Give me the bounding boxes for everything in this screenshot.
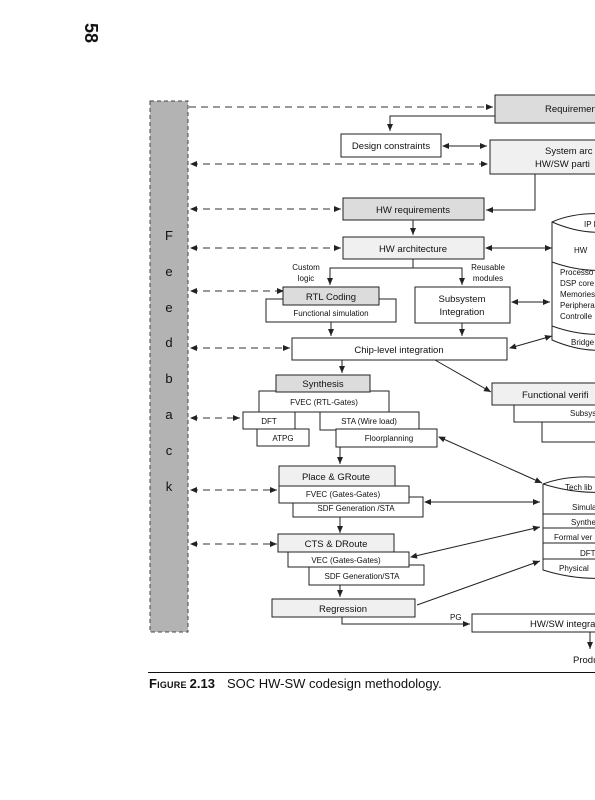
system-arch-line2: HW/SW parti [535, 159, 590, 170]
tech-library-item: Synthe [571, 518, 595, 527]
custom-logic-line1: Custom [292, 263, 320, 272]
ip-library-title: IP l [584, 220, 595, 229]
chip-level-integration-box: Chip-level integration [291, 337, 508, 361]
rtl-coding-label: RTL Coding [306, 292, 356, 303]
functional-verification-box: Functional verifi Subsys [491, 382, 595, 423]
hw-requirements-box: HW requirements [342, 197, 485, 221]
hw-architecture-label: HW architecture [379, 244, 447, 255]
ip-library-item: Periphera [560, 301, 595, 310]
fvec-rtl-label: FVEC (RTL-Gates) [290, 398, 358, 407]
design-constraints-box: Design constraints [340, 133, 442, 158]
sdf-sta-label-2: SDF Generation/STA [325, 572, 401, 581]
hw-sw-integration-label: HW/SW integra [530, 619, 595, 630]
tech-library-item: DFT [580, 549, 595, 558]
feedback-letter: d [165, 335, 172, 350]
fvec-gates-label: FVEC (Gates-Gates) [306, 490, 381, 499]
feedback-letter: c [166, 443, 173, 458]
ip-library-item: Controlle [560, 312, 593, 321]
dft-label: DFT [261, 417, 277, 426]
design-constraints-label: Design constraints [352, 141, 430, 152]
regression-box: Regression [271, 598, 416, 618]
system-arch-line1: System arc [545, 146, 593, 157]
hw-architecture-box: HW architecture [342, 236, 485, 260]
feedback-letter: F [165, 228, 173, 243]
caption-rule [148, 672, 595, 673]
tech-library-item: Formal ver [554, 533, 593, 542]
feedback-arrows [189, 104, 493, 547]
ip-library-item: Memories [560, 290, 595, 299]
ip-library-bridge: Bridge [571, 338, 595, 347]
tech-library-title: Tech lib [565, 483, 593, 492]
hw-sw-integration-box: HW/SW integra [471, 613, 595, 633]
custom-logic-line2: logic [298, 274, 314, 283]
vec-gates-label: VEC (Gates-Gates) [311, 556, 381, 565]
synthesis-label: Synthesis [302, 379, 343, 390]
subsys-partial-label: Subsys [570, 409, 595, 418]
pg-label: PG [450, 613, 462, 622]
place-groute-label: Place & GRoute [302, 472, 370, 483]
rtl-coding-box: RTL Coding Functional simulation [265, 286, 397, 323]
ip-library-item: Processo [560, 268, 594, 277]
regression-label: Regression [319, 604, 367, 615]
synthesis-box: Synthesis FVEC (RTL-Gates) [258, 374, 390, 413]
atpg-label: ATPG [272, 434, 293, 443]
subsystem-line1: Subsystem [439, 294, 486, 305]
functional-verification-label: Functional verifi [522, 390, 589, 401]
ip-library-cylinder: IP l HW Processo DSP core Memories Perip… [551, 213, 595, 351]
cts-droute-box: CTS & DRoute VEC (Gates-Gates) SDF Gener… [277, 533, 425, 586]
feedback-letter: a [165, 407, 173, 422]
hw-requirements-label: HW requirements [376, 205, 450, 216]
floorplanning-label: Floorplanning [365, 434, 413, 443]
caption-number: 2.13 [189, 676, 215, 691]
functional-simulation-label: Functional simulation [293, 309, 368, 318]
system-architecture-box: System arc HW/SW parti [489, 139, 595, 175]
requirements-box: Requirement [494, 94, 595, 124]
caption-text: SOC HW-SW codesign methodology. [226, 676, 442, 691]
feedback-letter: e [165, 264, 172, 279]
tech-library-item: Physical [559, 564, 589, 573]
feedback-letter: k [166, 479, 173, 494]
sdf-sta-label-1: SDF Generation /STA [317, 504, 395, 513]
subsystem-line2: Integration [440, 307, 485, 318]
requirements-label: Requirement [545, 104, 595, 115]
feedback-letter: b [165, 371, 172, 386]
cts-droute-label: CTS & DRoute [305, 539, 368, 550]
feedback-letter: e [165, 300, 172, 315]
ip-library-hw: HW [574, 246, 588, 255]
reusable-line2: modules [473, 274, 503, 283]
tech-library-item: Simula [572, 503, 595, 512]
subsystem-integration-box: Subsystem Integration [414, 286, 511, 324]
production-label: Produ [573, 655, 595, 666]
feedback-column: F e e d b a c k [149, 100, 189, 633]
sta-wire-label: STA (Wire load) [341, 417, 397, 426]
dft-box: DFT ATPG [242, 411, 310, 447]
chip-level-integration-label: Chip-level integration [354, 345, 443, 356]
place-groute-box: Place & GRoute FVEC (Gates-Gates) SDF Ge… [278, 465, 424, 518]
reusable-line1: Reusable [471, 263, 505, 272]
caption-label: Figure [149, 676, 187, 691]
sta-box: STA (Wire load) Floorplanning [319, 411, 438, 448]
tech-library-cylinder: Tech lib Simula Synthe Formal ver DFT Ph… [542, 476, 595, 579]
ip-library-item: DSP core [560, 279, 595, 288]
